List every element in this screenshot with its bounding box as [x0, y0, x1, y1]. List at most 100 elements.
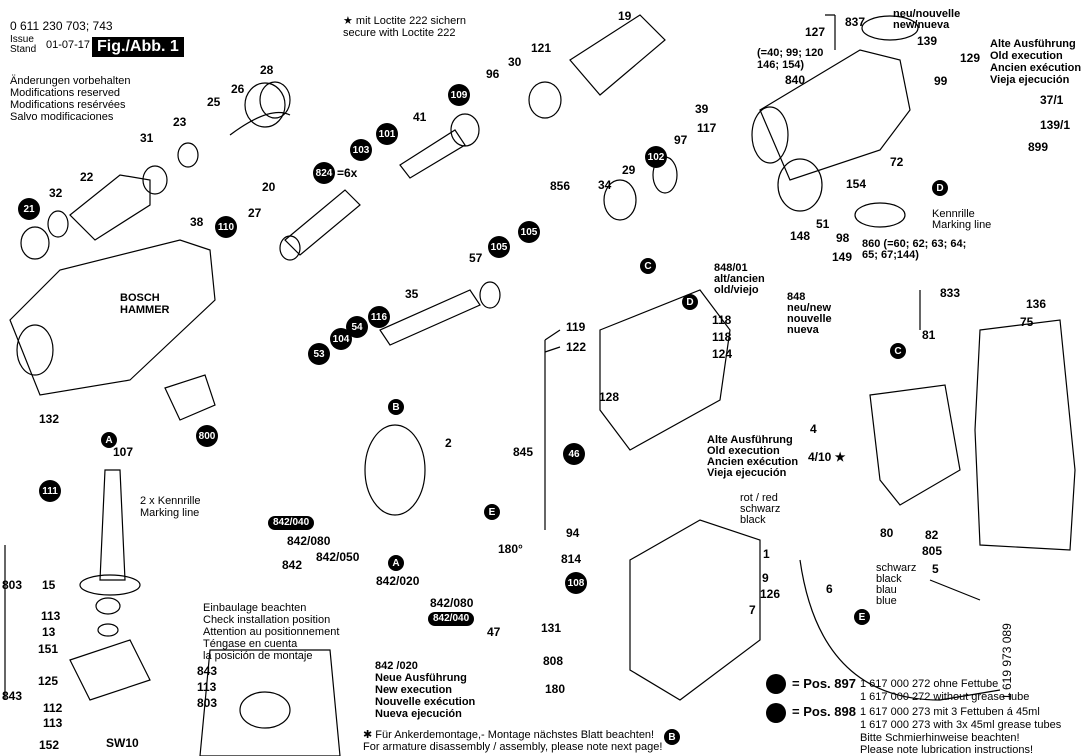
new-exec-text: Nouvelle exécution: [375, 696, 476, 708]
pos-897-line: 1 617 000 272 without grease tube: [860, 691, 1030, 703]
part-label: 837: [845, 15, 866, 29]
part-label: 129: [960, 51, 981, 65]
part-label: 119: [566, 320, 586, 334]
note-line: Modifications reserved: [10, 87, 121, 99]
part-label: 19: [618, 9, 632, 23]
install-text: Téngase en cuenta: [203, 638, 298, 650]
note-line: Salvo modificaciones: [10, 111, 114, 123]
lubrication-badge: 116: [368, 306, 390, 328]
part-label: 22: [80, 170, 94, 184]
new-exec-text: New execution: [375, 684, 453, 696]
issue-label: Issue: [10, 34, 34, 45]
old-exec-top-text: Old execution: [990, 50, 1063, 62]
part-label: 842/020: [376, 574, 420, 588]
lubrication-badge: 102: [645, 146, 667, 168]
part-label: 840: [785, 73, 806, 87]
pos-898-line: Bitte Schmierhinweise beachten!: [860, 732, 1020, 744]
part-label: 842/080: [287, 534, 331, 548]
logo-text: BOSCH: [120, 292, 160, 304]
lubrication-badge: 800: [196, 425, 218, 447]
p848-01-text: alt/ancien: [714, 273, 765, 285]
part-label: 80: [880, 526, 894, 540]
part-label: 20: [262, 180, 276, 194]
loctite-line: ★ mit Loctite 222 sichern: [343, 15, 466, 27]
new837-text: neu/nouvelle: [893, 8, 961, 20]
part-label: 1: [763, 547, 770, 561]
part-label: 9: [762, 571, 769, 585]
part-label: 180: [545, 682, 566, 696]
part-label: 814: [561, 552, 582, 566]
p848-text: nueva: [787, 324, 819, 336]
part-label: 803: [197, 696, 218, 710]
part-label: 4/10 ★: [808, 450, 846, 464]
part-label: 845: [513, 445, 534, 459]
part-label: 39: [695, 102, 709, 116]
part-label: 131: [541, 621, 562, 635]
part-label: 121: [531, 41, 552, 55]
part-label: 132: [39, 412, 60, 426]
part-label: 113: [43, 716, 63, 730]
marking2-text: Marking line: [140, 507, 200, 519]
part-label: 118: [712, 313, 732, 327]
part-label: 136: [1026, 297, 1047, 311]
part-label: 139/1: [1040, 118, 1071, 132]
equiv-text: (=40; 99; 120: [757, 47, 824, 59]
reference-letter-marker: C: [640, 258, 656, 274]
part-label: 805: [922, 544, 943, 558]
part-label: 5: [932, 562, 939, 576]
p848-01-text: 848/01: [714, 262, 748, 274]
part-label: 34: [598, 178, 612, 192]
part-label: 51: [816, 217, 830, 231]
lubrication-badge: 101: [376, 123, 398, 145]
note-line: Änderungen vorbehalten: [10, 75, 131, 87]
wires2-text: blue: [876, 595, 897, 607]
old-exec-mid-text: Vieja ejecución: [707, 467, 787, 479]
part-label: 4: [810, 422, 817, 436]
reference-letter-marker: B: [388, 399, 404, 415]
lubrication-badge: 103: [350, 139, 372, 161]
stand-label: Stand: [10, 44, 37, 55]
part-label: 843: [197, 664, 218, 678]
part-label: SW10: [106, 736, 139, 750]
pos-898: = Pos. 898: [792, 704, 856, 719]
lubrication-badge: 105: [518, 221, 540, 243]
install-text: Attention au positionnement: [203, 626, 340, 638]
part-label: 139: [917, 34, 938, 48]
footnote-text: For armature disassembly / assembly, ple…: [363, 741, 663, 753]
part-label: 842: [282, 558, 303, 572]
reference-letter-marker: B: [664, 729, 680, 745]
part-label: 154: [846, 177, 867, 191]
part-label: 127: [805, 25, 826, 39]
kennrille-text: Kennrille: [932, 208, 975, 220]
lubrication-badge: 54: [346, 316, 368, 338]
part-label: 38: [190, 215, 204, 229]
pos-898-line: Please note lubrication instructions!: [860, 744, 1034, 756]
part-label: 96: [486, 67, 500, 81]
part-label: 28: [260, 63, 274, 77]
part-label: 117: [697, 121, 717, 135]
part-label: 842/050: [316, 550, 360, 564]
part-label: 149: [832, 250, 853, 264]
part-label: 37/1: [1040, 93, 1064, 107]
part-number: 0 611 230 703; 743: [10, 19, 113, 33]
part-label: 82: [925, 528, 939, 542]
part-label: 7: [749, 603, 756, 617]
new-exec-text: Nueva ejecución: [375, 708, 462, 720]
part-label: 808: [543, 654, 564, 668]
install-text: Check installation position: [203, 614, 331, 626]
part-label: 6: [826, 582, 833, 596]
p848-text: 848: [787, 291, 806, 303]
logo-text: HAMMER: [120, 304, 170, 316]
loctite-line: secure with Loctite 222: [343, 27, 456, 39]
part-label: 30: [508, 55, 522, 69]
part-label: 148: [790, 229, 811, 243]
part-label: 899: [1028, 140, 1049, 154]
part-label: 98: [836, 231, 850, 245]
old-exec-mid-text: Old execution: [707, 445, 780, 457]
part-label: 118: [712, 330, 732, 344]
lubrication-pill: 842/040: [268, 516, 315, 530]
part-label: 113: [41, 609, 61, 623]
wires2-text: schwarz: [876, 562, 917, 574]
p860-text: 65; 67;144): [862, 249, 919, 261]
